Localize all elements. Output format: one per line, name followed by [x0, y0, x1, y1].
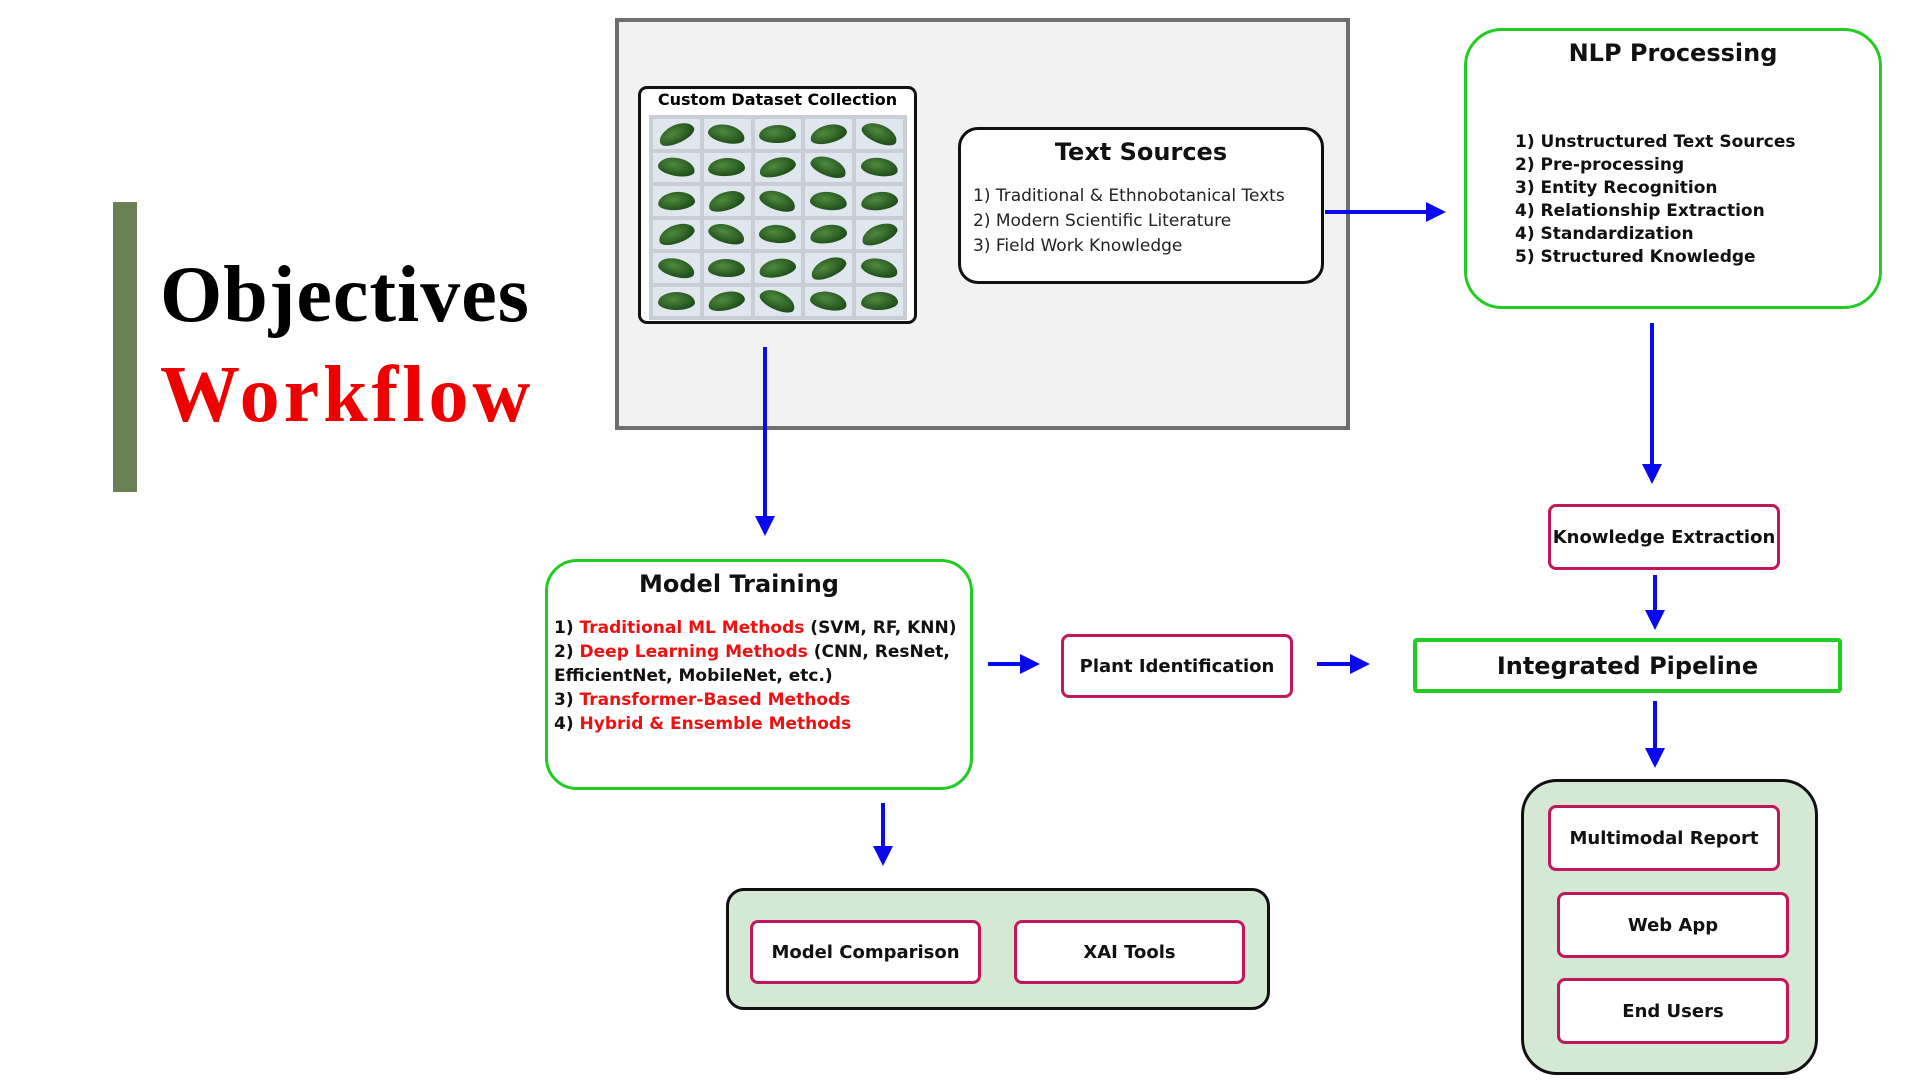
leaf-thumbnail: [805, 152, 853, 183]
page-subtitle: Workflow: [160, 351, 535, 439]
leaf-thumbnail: [653, 253, 700, 283]
leaf-thumbnail: [653, 152, 700, 182]
leaf-image-grid: [649, 115, 907, 320]
leaf-thumbnail: [703, 219, 751, 249]
xai-tools-node: XAI Tools: [1014, 920, 1245, 984]
web-app-node: Web App: [1557, 892, 1789, 958]
knowledge-extraction-node: Knowledge Extraction: [1548, 504, 1780, 570]
list-item: 4) Relationship Extraction: [1515, 201, 1765, 221]
leaf-thumbnail: [754, 119, 802, 149]
leaf-thumbnail: [754, 253, 802, 283]
leaf-thumbnail: [856, 152, 903, 182]
text-sources-box: Text Sources 1) Traditional & Ethnobotan…: [958, 127, 1324, 284]
dataset-title: Custom Dataset Collection: [657, 90, 898, 109]
model-comparison-node: Model Comparison: [750, 920, 981, 984]
list-item: 1) Traditional ML Methods (SVM, RF, KNN): [554, 618, 957, 638]
list-item: 1) Traditional & Ethnobotanical Texts: [973, 186, 1285, 206]
list-item: 3) Field Work Knowledge: [973, 236, 1183, 256]
leaf-image: [657, 292, 696, 311]
list-item: 2) Deep Learning Methods (CNN, ResNet, E…: [554, 642, 950, 686]
leaf-thumbnail: [754, 219, 802, 249]
leaf-thumbnail: [856, 118, 903, 150]
leaf-thumbnail: [805, 219, 853, 249]
nlp-processing-box: NLP Processing 1) Unstructured Text Sour…: [1464, 28, 1882, 309]
leaf-thumbnail: [703, 286, 751, 316]
list-item: 3) Transformer-Based Methods: [554, 690, 851, 710]
leaf-thumbnail: [703, 186, 751, 216]
integrated-pipeline-node: Integrated Pipeline: [1413, 638, 1842, 693]
text-sources-title: Text Sources: [1054, 138, 1228, 166]
leaf-thumbnail: [856, 253, 903, 283]
leaf-thumbnail: [805, 186, 853, 216]
leaf-thumbnail: [703, 253, 751, 283]
nlp-steps-list: 1) Unstructured Text Sources 2) Pre-proc…: [1515, 131, 1795, 269]
leaf-thumbnail: [754, 152, 802, 182]
leaf-thumbnail: [653, 286, 700, 316]
list-item: 1) Unstructured Text Sources: [1515, 132, 1796, 152]
model-training-title: Model Training: [639, 570, 839, 598]
leaf-thumbnail: [856, 218, 903, 250]
list-item: 2) Modern Scientific Literature: [973, 211, 1232, 231]
page-title: Objectives: [160, 251, 530, 339]
model-methods-list: 1) Traditional ML Methods (SVM, RF, KNN)…: [554, 616, 964, 736]
list-item: 4) Standardization: [1515, 224, 1694, 244]
leaf-thumbnail: [703, 119, 751, 149]
leaf-thumbnail: [653, 117, 700, 150]
leaf-thumbnail: [653, 186, 700, 216]
multimodal-report-node: Multimodal Report: [1548, 805, 1780, 871]
dataset-collection-box: Custom Dataset Collection: [638, 86, 917, 324]
end-users-node: End Users: [1557, 978, 1789, 1044]
list-item: 2) Pre-processing: [1515, 155, 1685, 175]
nlp-title: NLP Processing: [1568, 39, 1778, 67]
leaf-thumbnail: [805, 286, 853, 316]
list-item: 5) Structured Knowledge: [1515, 247, 1756, 267]
leaf-thumbnail: [856, 186, 903, 216]
leaf-thumbnail: [754, 186, 802, 216]
leaf-thumbnail: [805, 251, 853, 284]
title-accent-bar: [113, 202, 137, 492]
leaf-thumbnail: [805, 119, 853, 149]
leaf-thumbnail: [703, 152, 751, 182]
leaf-thumbnail: [754, 285, 802, 318]
leaf-thumbnail: [653, 219, 700, 250]
leaf-thumbnail: [856, 286, 903, 316]
list-item: 3) Entity Recognition: [1515, 178, 1718, 198]
list-item: 4) Hybrid & Ensemble Methods: [554, 714, 852, 734]
model-training-box: Model Training 1) Traditional ML Methods…: [545, 559, 973, 790]
plant-identification-node: Plant Identification: [1061, 634, 1293, 698]
text-sources-list: 1) Traditional & Ethnobotanical Texts 2)…: [973, 184, 1285, 259]
